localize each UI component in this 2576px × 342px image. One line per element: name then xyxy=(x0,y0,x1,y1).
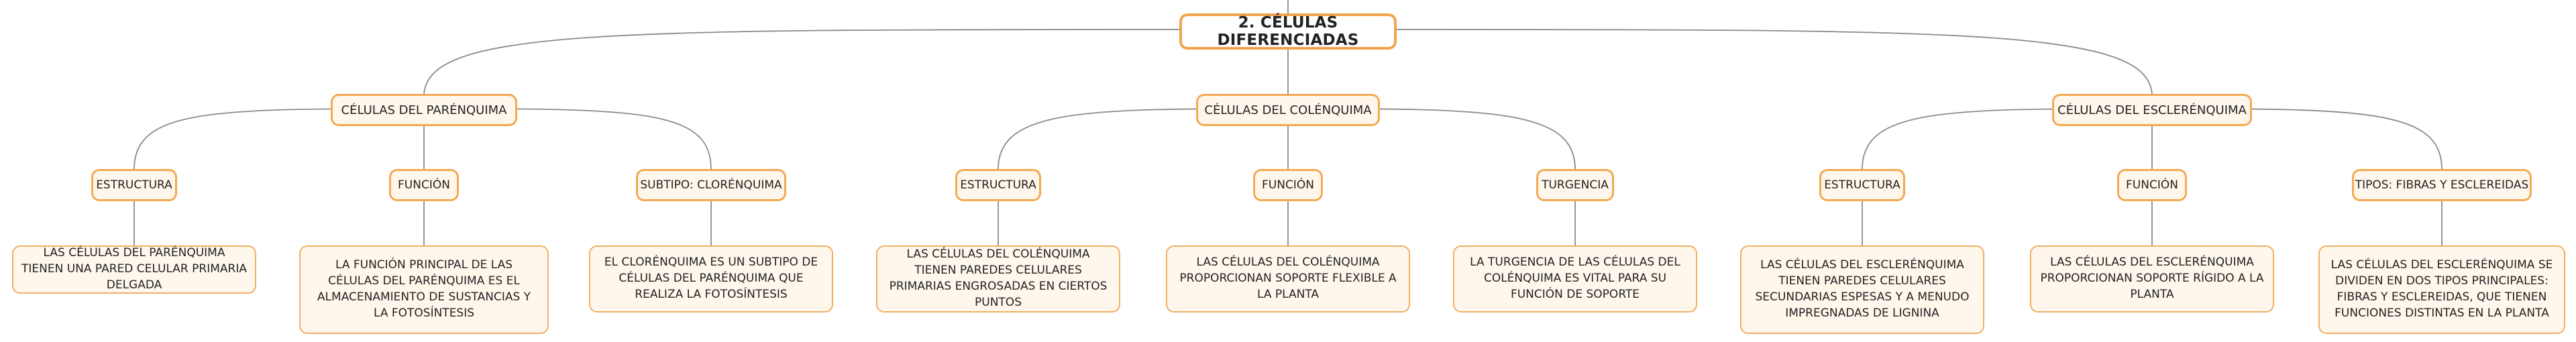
colenquima-funcion-detail[interactable]: LAS CÉLULAS DEL COLÉNQUIMA PROPORCIONAN … xyxy=(1166,245,1410,312)
esclerenquima-tipos-detail[interactable]: LAS CÉLULAS DEL ESCLERÉNQUIMA SE DIVIDEN… xyxy=(2318,245,2565,334)
parenquima-funcion-node[interactable]: FUNCIÓN xyxy=(389,169,459,201)
colenquima-turgencia-detail-text: LA TURGENCIA DE LAS CÉLULAS DEL COLÉNQUI… xyxy=(1470,255,1680,301)
parenquima-subtipo-label: SUBTIPO: CLORÉNQUIMA xyxy=(640,178,782,192)
branch-esclerenquima-label: CÉLULAS DEL ESCLERÉNQUIMA xyxy=(2057,103,2247,117)
branch-esclerenquima[interactable]: CÉLULAS DEL ESCLERÉNQUIMA xyxy=(2052,94,2252,126)
esclerenquima-estructura-detail-text: LAS CÉLULAS DEL ESCLERÉNQUIMA TIENEN PAR… xyxy=(1755,258,1970,320)
colenquima-turgencia-label: TURGENCIA xyxy=(1542,178,1609,192)
branch-colenquima-label: CÉLULAS DEL COLÉNQUIMA xyxy=(1204,103,1372,117)
parenquima-estructura-detail-text: LAS CÉLULAS DEL PARÉNQUIMA TIENEN UNA PA… xyxy=(21,246,247,292)
esclerenquima-tipos-detail-text: LAS CÉLULAS DEL ESCLERÉNQUIMA SE DIVIDEN… xyxy=(2330,258,2553,320)
esclerenquima-estructura-label: ESTRUCTURA xyxy=(1824,178,1900,192)
root-node[interactable]: 2. CÉLULAS DIFERENCIADAS xyxy=(1179,13,1397,50)
colenquima-turgencia-node[interactable]: TURGENCIA xyxy=(1536,169,1614,201)
colenquima-estructura-node[interactable]: ESTRUCTURA xyxy=(955,169,1041,201)
parenquima-estructura-label: ESTRUCTURA xyxy=(96,178,172,192)
parenquima-subtipo-detail[interactable]: EL CLORÉNQUIMA ES UN SUBTIPO DE CÉLULAS … xyxy=(589,245,833,312)
esclerenquima-tipos-node[interactable]: TIPOS: FIBRAS Y ESCLEREIDAS xyxy=(2352,169,2532,201)
parenquima-subtipo-detail-text: EL CLORÉNQUIMA ES UN SUBTIPO DE CÉLULAS … xyxy=(604,255,818,301)
esclerenquima-funcion-node[interactable]: FUNCIÓN xyxy=(2117,169,2187,201)
parenquima-funcion-detail-text: LA FUNCIÓN PRINCIPAL DE LAS CÉLULAS DEL … xyxy=(317,258,531,320)
connector-root-parenquima xyxy=(423,29,1181,95)
branch-parenquima[interactable]: CÉLULAS DEL PARÉNQUIMA xyxy=(331,94,517,126)
colenquima-funcion-node[interactable]: FUNCIÓN xyxy=(1253,169,1323,201)
connector-root-esclerenquima xyxy=(1395,29,2153,95)
esclerenquima-estructura-node[interactable]: ESTRUCTURA xyxy=(1819,169,1905,201)
esclerenquima-funcion-detail[interactable]: LAS CÉLULAS DEL ESCLERÉNQUIMA PROPORCION… xyxy=(2030,245,2274,312)
colenquima-funcion-detail-text: LAS CÉLULAS DEL COLÉNQUIMA PROPORCIONAN … xyxy=(1179,255,1397,301)
esclerenquima-tipos-label: TIPOS: FIBRAS Y ESCLEREIDAS xyxy=(2355,178,2529,192)
colenquima-funcion-label: FUNCIÓN xyxy=(1262,178,1314,192)
root-label: 2. CÉLULAS DIFERENCIADAS xyxy=(1217,14,1359,49)
esclerenquima-funcion-detail-text: LAS CÉLULAS DEL ESCLERÉNQUIMA PROPORCION… xyxy=(2040,255,2264,301)
parenquima-subtipo-node[interactable]: SUBTIPO: CLORÉNQUIMA xyxy=(636,169,786,201)
esclerenquima-funcion-label: FUNCIÓN xyxy=(2126,178,2178,192)
colenquima-estructura-detail[interactable]: LAS CÉLULAS DEL COLÉNQUIMA TIENEN PAREDE… xyxy=(876,245,1120,312)
colenquima-estructura-label: ESTRUCTURA xyxy=(960,178,1036,192)
parenquima-funcion-detail[interactable]: LA FUNCIÓN PRINCIPAL DE LAS CÉLULAS DEL … xyxy=(299,245,549,334)
parenquima-estructura-detail[interactable]: LAS CÉLULAS DEL PARÉNQUIMA TIENEN UNA PA… xyxy=(12,245,256,294)
branch-parenquima-label: CÉLULAS DEL PARÉNQUIMA xyxy=(341,103,507,117)
branch-colenquima[interactable]: CÉLULAS DEL COLÉNQUIMA xyxy=(1196,94,1380,126)
colenquima-estructura-detail-text: LAS CÉLULAS DEL COLÉNQUIMA TIENEN PAREDE… xyxy=(889,247,1108,309)
parenquima-estructura-node[interactable]: ESTRUCTURA xyxy=(91,169,177,201)
esclerenquima-estructura-detail[interactable]: LAS CÉLULAS DEL ESCLERÉNQUIMA TIENEN PAR… xyxy=(1740,245,1984,334)
colenquima-turgencia-detail[interactable]: LA TURGENCIA DE LAS CÉLULAS DEL COLÉNQUI… xyxy=(1453,245,1697,312)
parenquima-funcion-label: FUNCIÓN xyxy=(398,178,450,192)
